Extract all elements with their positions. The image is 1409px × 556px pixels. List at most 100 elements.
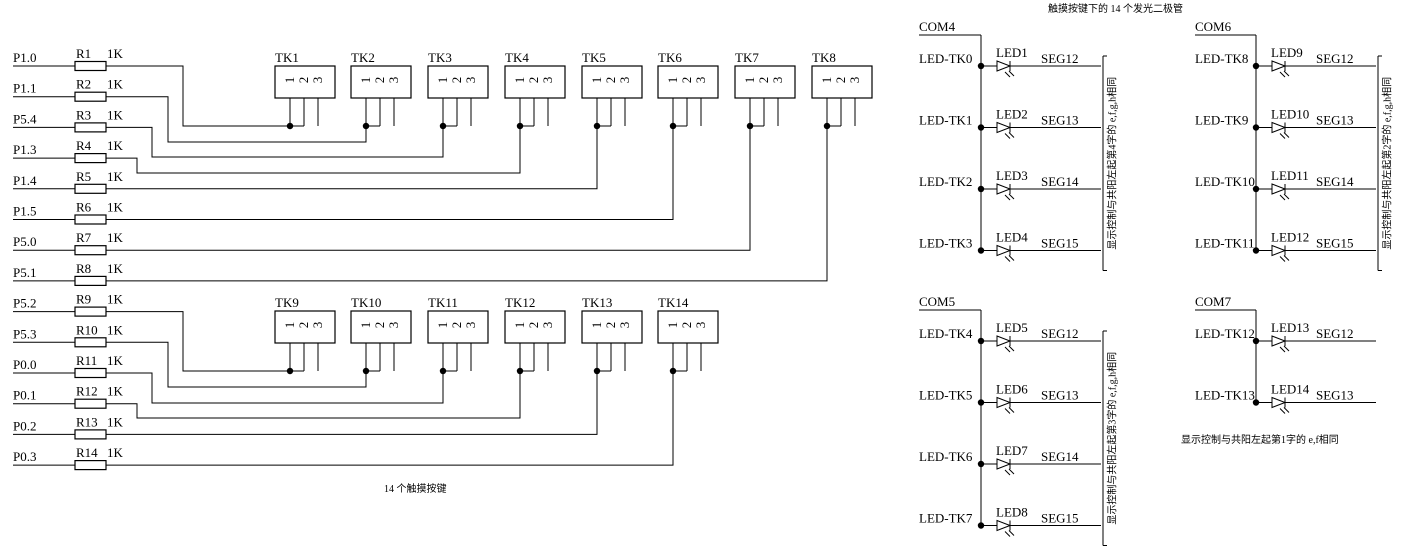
led-net-label: LED-TK3 bbox=[919, 236, 972, 251]
resistor-body bbox=[74, 183, 107, 194]
junction-dot bbox=[516, 367, 524, 375]
segment-label: SEG12 bbox=[1316, 326, 1354, 341]
net-tk6 bbox=[106, 126, 674, 220]
junction-dot bbox=[823, 122, 831, 130]
led-net-label: LED-TK11 bbox=[1195, 236, 1254, 251]
segment-label: SEG15 bbox=[1041, 236, 1079, 251]
touch-key-body bbox=[734, 65, 796, 99]
led-label: LED7 bbox=[996, 443, 1028, 458]
pin-number: 3 bbox=[540, 77, 555, 84]
led-net-label: LED-TK2 bbox=[919, 174, 972, 189]
led-net-label: LED-TK6 bbox=[919, 449, 973, 464]
led-emission-arrow bbox=[1279, 71, 1286, 78]
resistor-value: 1K bbox=[107, 169, 124, 184]
led-emission-arrow bbox=[1004, 133, 1011, 139]
junction-dot bbox=[439, 122, 447, 130]
resistor-value: 1K bbox=[107, 200, 124, 215]
led-diode bbox=[996, 396, 1012, 409]
led-diode bbox=[996, 458, 1012, 470]
led-emission-arrow bbox=[1008, 132, 1015, 138]
pin-number: 2 bbox=[679, 77, 694, 84]
touch-key-body bbox=[427, 65, 489, 99]
touch-key-body bbox=[274, 65, 336, 99]
led-emission-arrow bbox=[1283, 193, 1290, 200]
segment-label: SEG12 bbox=[1041, 51, 1079, 66]
net-tk12 bbox=[106, 371, 521, 419]
touch-key-body bbox=[581, 65, 643, 99]
touch-key-label: TK3 bbox=[428, 50, 452, 65]
segment-label: SEG14 bbox=[1316, 174, 1354, 189]
led-diode bbox=[1271, 121, 1287, 134]
pin-number: 3 bbox=[617, 77, 632, 84]
resistor-body bbox=[74, 337, 107, 348]
pin-number: 2 bbox=[603, 77, 618, 84]
led-label: LED4 bbox=[996, 230, 1028, 245]
port-pin-label: P0.0 bbox=[13, 357, 36, 372]
led-emission-arrow bbox=[1004, 194, 1011, 201]
resistor-label: R1 bbox=[76, 46, 91, 61]
junction-dot bbox=[593, 367, 601, 375]
pin-number: 1 bbox=[435, 77, 450, 84]
resistor-body bbox=[74, 153, 107, 164]
pin-number: 3 bbox=[693, 77, 708, 84]
pin-number: 2 bbox=[296, 77, 311, 84]
touch-key-label: TK11 bbox=[428, 295, 458, 310]
resistor-value: 1K bbox=[107, 353, 124, 368]
junction-dot bbox=[439, 367, 447, 375]
pin-number: 3 bbox=[386, 322, 401, 329]
net-tk10 bbox=[106, 341, 367, 388]
led-diode bbox=[996, 121, 1012, 134]
led-diode bbox=[1271, 183, 1287, 195]
touch-key-label: TK9 bbox=[275, 295, 299, 310]
net-tk11 bbox=[106, 371, 444, 404]
led-label: LED2 bbox=[996, 107, 1028, 122]
touch-key-label: TK2 bbox=[351, 50, 375, 65]
touch-keys-caption: 14 个触摸按键 bbox=[384, 482, 447, 495]
com-label: COM7 bbox=[1195, 294, 1232, 309]
touch-key-label: TK5 bbox=[582, 50, 606, 65]
led-emission-arrow bbox=[1008, 255, 1015, 261]
touch-key-label: TK12 bbox=[505, 295, 535, 310]
resistor-value: 1K bbox=[107, 261, 124, 276]
led-net-label: LED-TK1 bbox=[919, 113, 972, 128]
led-diode bbox=[996, 335, 1012, 347]
junction-dot bbox=[362, 367, 370, 375]
resistor-body bbox=[74, 122, 107, 133]
touch-key-label: TK6 bbox=[658, 50, 682, 65]
pin-number: 1 bbox=[282, 77, 297, 84]
resistor-body bbox=[74, 306, 107, 317]
port-pin-label: P5.1 bbox=[13, 265, 36, 280]
segment-label: SEG14 bbox=[1041, 174, 1079, 189]
segment-label: SEG13 bbox=[1041, 113, 1079, 128]
led-emission-arrow bbox=[1004, 256, 1011, 262]
pin-number: 1 bbox=[819, 77, 834, 84]
led-emission-arrow bbox=[1283, 255, 1290, 261]
net-tk14 bbox=[106, 371, 674, 466]
resistor-label: R11 bbox=[76, 353, 97, 368]
junction-dot bbox=[669, 367, 677, 375]
led-net-label: LED-TK5 bbox=[919, 388, 972, 403]
resistor-body bbox=[74, 429, 107, 440]
pin-number: 2 bbox=[679, 322, 694, 329]
led-diode bbox=[1271, 244, 1287, 257]
net-tk4 bbox=[106, 126, 521, 174]
led-net-label: LED-TK12 bbox=[1195, 326, 1255, 341]
led-net-label: LED-TK7 bbox=[919, 511, 973, 526]
led-label: LED3 bbox=[996, 168, 1028, 183]
led-emission-arrow bbox=[1279, 408, 1286, 414]
port-pin-label: P1.3 bbox=[13, 142, 36, 157]
resistor-value: 1K bbox=[107, 292, 124, 307]
junction-dot bbox=[286, 367, 294, 375]
led-emission-arrow bbox=[1008, 407, 1015, 413]
port-pin-label: P1.0 bbox=[13, 50, 36, 65]
